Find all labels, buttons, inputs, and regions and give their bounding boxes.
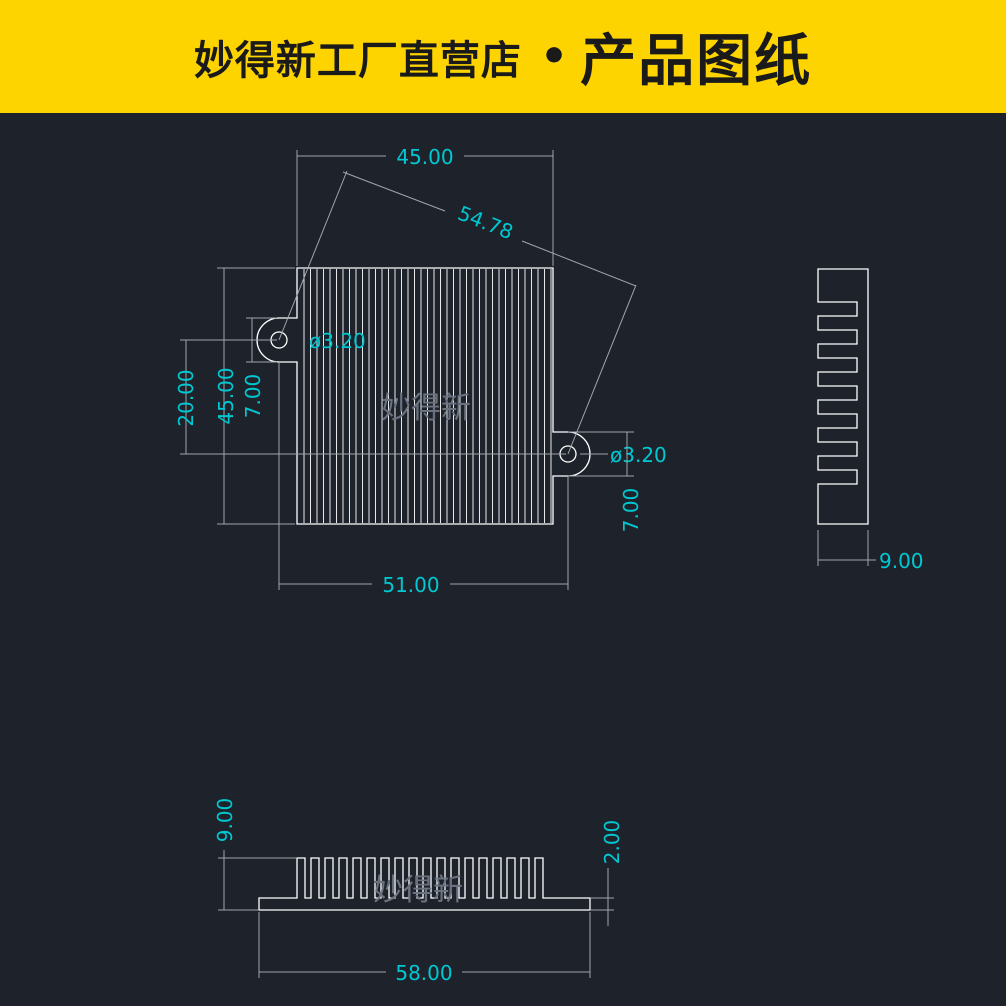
technical-drawing: 45.00 54.78 ø3.20 ø3.20 20.00 45.00 7.00… bbox=[0, 113, 1006, 1006]
top-view bbox=[256, 267, 591, 525]
title-separator: • bbox=[539, 31, 569, 82]
side-view: 9.00 bbox=[817, 268, 924, 573]
watermark-top: 妙得新 bbox=[381, 391, 471, 426]
dim-hole-left: ø3.20 bbox=[309, 329, 366, 353]
dim-diagonal: 54.78 bbox=[455, 201, 517, 244]
page-title: 妙得新工厂直营店 • 产品图纸 bbox=[194, 16, 812, 97]
dim-left-hole-offset: 7.00 bbox=[241, 374, 265, 419]
dim-hole-span-vertical: 20.00 bbox=[174, 369, 198, 426]
drawing-subtitle: 产品图纸 bbox=[580, 29, 813, 94]
shop-name: 妙得新工厂直营店 bbox=[193, 37, 522, 84]
header-banner: 妙得新工厂直营店 • 产品图纸 bbox=[0, 0, 1006, 113]
dim-side-width: 9.00 bbox=[879, 549, 924, 573]
dim-hole-span-horizontal: 51.00 bbox=[382, 573, 439, 597]
dim-front-height: 9.00 bbox=[213, 798, 237, 843]
watermark-front: 妙得新 bbox=[373, 873, 463, 908]
dim-hole-right: ø3.20 bbox=[610, 443, 667, 467]
heatsink-front-outline bbox=[258, 857, 591, 911]
dim-base-width: 58.00 bbox=[395, 961, 452, 985]
top-view-dimensions: 45.00 54.78 ø3.20 ø3.20 20.00 45.00 7.00… bbox=[174, 145, 667, 597]
dim-base-thickness: 2.00 bbox=[600, 820, 624, 865]
dim-body-height: 45.00 bbox=[214, 367, 238, 424]
fin-lines bbox=[303, 269, 552, 523]
dim-top-width: 45.00 bbox=[396, 145, 453, 169]
front-view: 9.00 2.00 58.00 妙得新 bbox=[213, 798, 624, 985]
heatsink-top-outline bbox=[256, 267, 591, 525]
heatsink-side-outline bbox=[817, 268, 869, 525]
dim-right-hole-offset: 7.00 bbox=[619, 488, 643, 533]
